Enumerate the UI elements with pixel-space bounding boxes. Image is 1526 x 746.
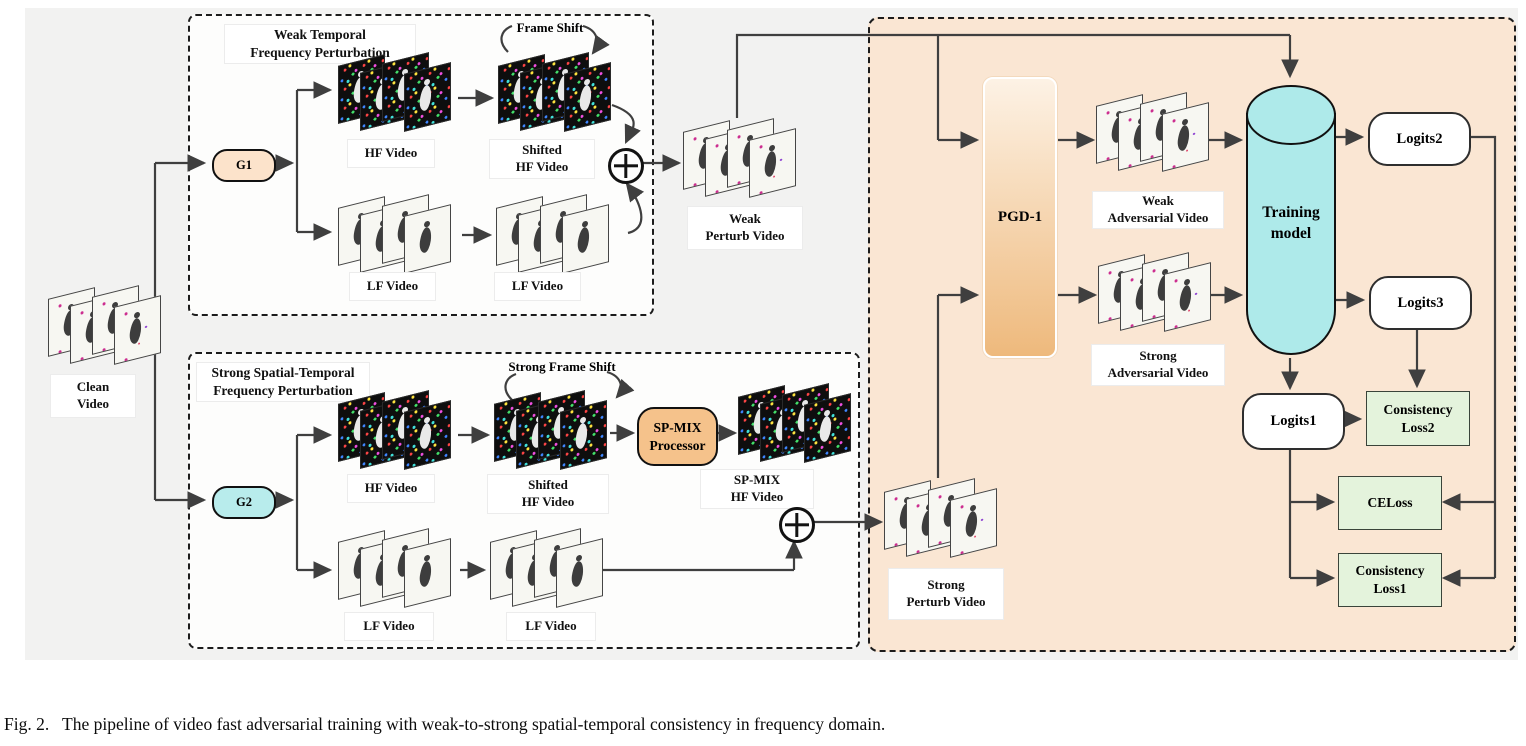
pgd-1-node: PGD-1 bbox=[983, 77, 1057, 358]
weak-adversarial-video-label: Weak Adversarial Video bbox=[1092, 191, 1224, 229]
strong-box-title: Strong Spatial-Temporal Frequency Pertur… bbox=[196, 362, 370, 402]
logits1-node: Logits1 bbox=[1242, 393, 1345, 450]
strong-hf-video-frames bbox=[338, 390, 454, 480]
strong-lf-video-label-1: LF Video bbox=[344, 612, 434, 641]
strong-lf-video-frames-1 bbox=[338, 528, 454, 618]
weak-perturb-video-frames bbox=[683, 118, 799, 208]
weak-hf-video-frames bbox=[338, 52, 454, 142]
sp-mix-hf-video-frames bbox=[738, 383, 854, 473]
strong-adversarial-video-label: Strong Adversarial Video bbox=[1091, 344, 1225, 386]
training-model-label: Training model bbox=[1262, 204, 1320, 242]
frame-shift-annotation: Frame Shift bbox=[516, 20, 584, 35]
weak-adversarial-video-frames bbox=[1096, 92, 1212, 182]
weak-lf-video-frames-2 bbox=[496, 194, 612, 284]
strong-merge-circle-plus-icon bbox=[779, 507, 815, 543]
sp-mix-hf-video-label: SP-MIX HF Video bbox=[700, 469, 814, 509]
clean-video-frames bbox=[48, 285, 164, 375]
weak-hf-video-label: HF Video bbox=[347, 139, 435, 168]
weak-lf-video-label-2: LF Video bbox=[494, 272, 581, 301]
weak-shifted-hf-video-frames bbox=[498, 52, 614, 142]
weak-lf-video-frames-1 bbox=[338, 194, 454, 284]
logits2-node: Logits2 bbox=[1368, 112, 1471, 166]
strong-hf-video-label: HF Video bbox=[347, 474, 435, 503]
ce-loss-node: CELoss bbox=[1338, 476, 1442, 530]
training-model-cylinder: Training model bbox=[1246, 85, 1336, 358]
weak-perturb-video-label: Weak Perturb Video bbox=[687, 206, 803, 250]
strong-shifted-hf-video-label: Shifted HF Video bbox=[487, 474, 609, 514]
strong-adversarial-video-frames bbox=[1098, 252, 1214, 342]
weak-merge-circle-plus-icon bbox=[608, 148, 644, 184]
g1-generator-node: G1 bbox=[212, 149, 276, 182]
consistency-loss1-node: Consistency Loss1 bbox=[1338, 553, 1442, 607]
strong-lf-video-label-2: LF Video bbox=[506, 612, 596, 641]
clean-video-label: Clean Video bbox=[50, 374, 136, 418]
g2-generator-node: G2 bbox=[212, 486, 276, 519]
sp-mix-processor-node: SP-MIX Processor bbox=[637, 407, 718, 466]
strong-perturb-video-label: Strong Perturb Video bbox=[888, 568, 1004, 620]
weak-shifted-hf-video-label: Shifted HF Video bbox=[489, 139, 595, 179]
weak-lf-video-label-1: LF Video bbox=[349, 272, 436, 301]
consistency-loss2-node: Consistency Loss2 bbox=[1366, 391, 1470, 446]
strong-shifted-hf-video-frames bbox=[494, 390, 610, 480]
logits3-node: Logits3 bbox=[1369, 276, 1472, 330]
strong-lf-video-frames-2 bbox=[490, 528, 606, 618]
strong-perturb-video-frames bbox=[884, 478, 1000, 568]
strong-frame-shift-annotation: Strong Frame Shift bbox=[508, 359, 616, 374]
figure-caption: Fig. 2. The pipeline of video fast adver… bbox=[4, 714, 886, 734]
